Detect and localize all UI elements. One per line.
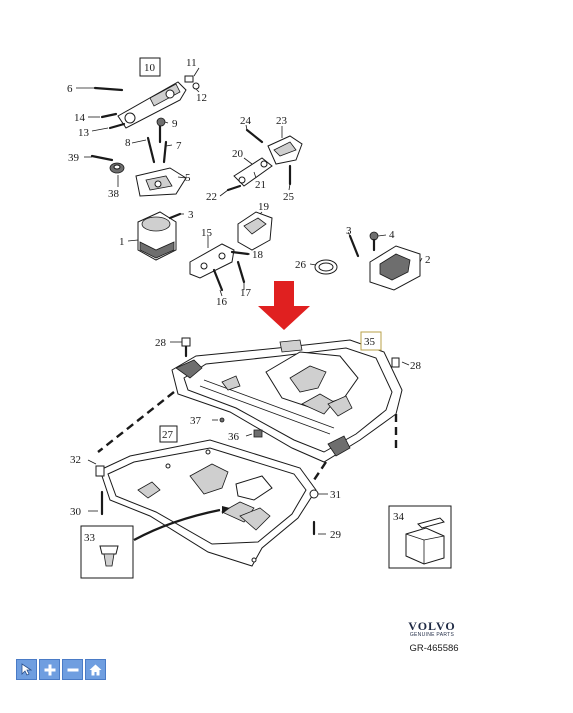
- callout-20: 20: [232, 148, 244, 160]
- callout-37: 37: [190, 415, 202, 427]
- transmission-mount: [237, 211, 273, 251]
- callout-21: 21: [255, 179, 266, 191]
- support-plate: [189, 243, 235, 279]
- callout-34: 34: [393, 511, 405, 523]
- callout-36: 36: [228, 431, 240, 443]
- callout-7: 7: [176, 140, 182, 152]
- callout-14: 14: [74, 112, 86, 124]
- callout-18: 18: [252, 249, 264, 261]
- callout-28: 28: [155, 337, 167, 349]
- zoom-in-icon: [44, 664, 55, 675]
- callout-24: 24: [240, 115, 252, 127]
- callout-33: 33: [84, 532, 96, 544]
- package-inset: [388, 505, 452, 569]
- callout-25: 25: [283, 191, 295, 203]
- engine-mount: [137, 211, 177, 261]
- zoom-toolbar: [16, 659, 106, 680]
- pointer-icon: [21, 663, 32, 676]
- callout-26: 26: [295, 259, 307, 271]
- callout-4: 4: [389, 229, 395, 241]
- callout-16: 16: [216, 296, 228, 308]
- callout-31: 31: [330, 489, 341, 501]
- callout-5: 5: [185, 172, 191, 184]
- callout-32: 32: [70, 454, 81, 466]
- clip-detail-inset: [80, 525, 134, 579]
- mount-bracket: [135, 167, 187, 197]
- callout-38: 38: [108, 188, 120, 200]
- home-button[interactable]: [85, 659, 106, 680]
- callout-2: 2: [425, 254, 431, 266]
- callout-23: 23: [276, 115, 288, 127]
- highlight-arrow: [258, 281, 310, 330]
- logo-subtitle: GENUINE PARTS: [409, 632, 455, 638]
- callout-39: 39: [68, 152, 80, 164]
- logo-wordmark: VOLVO: [408, 619, 456, 633]
- callout-15: 15: [201, 227, 213, 239]
- zoom-in-button[interactable]: [39, 659, 60, 680]
- zoom-out-icon: [67, 668, 78, 671]
- lower-splash-shield: [99, 439, 317, 567]
- callout-19: 19: [258, 201, 270, 213]
- callout-29: 29: [330, 529, 342, 541]
- callout-28: 28: [410, 360, 422, 372]
- home-icon: [89, 664, 102, 675]
- callout-9: 9: [172, 118, 178, 130]
- callout-8: 8: [125, 137, 131, 149]
- callout-10: 10: [144, 62, 156, 74]
- callout-35-box: [360, 331, 382, 351]
- zoom-out-button[interactable]: [62, 659, 83, 680]
- callout-6: 6: [67, 83, 73, 95]
- callout-12: 12: [196, 92, 207, 104]
- diagram-reference: GR-465586: [409, 643, 459, 654]
- callout-35: 35: [364, 336, 376, 348]
- callout-11: 11: [186, 57, 197, 69]
- callout-27-box: [159, 425, 178, 443]
- callout-22: 22: [206, 191, 217, 203]
- callout-10-box: [139, 57, 161, 77]
- torque-rod-bracket: [117, 81, 187, 129]
- upper-splash-shield: [171, 339, 403, 463]
- volvo-logo: VOLVO GENUINE PARTS: [397, 620, 467, 639]
- side-mount: [369, 245, 421, 291]
- callout-13: 13: [78, 127, 90, 139]
- callout-3: 3: [346, 225, 352, 237]
- callout-27: 27: [162, 429, 174, 441]
- callout-3: 3: [188, 209, 194, 221]
- pointer-button[interactable]: [16, 659, 37, 680]
- upper-torque-link: [267, 135, 303, 165]
- callout-1: 1: [119, 236, 125, 248]
- callout-17: 17: [240, 287, 252, 299]
- callout-30: 30: [70, 506, 82, 518]
